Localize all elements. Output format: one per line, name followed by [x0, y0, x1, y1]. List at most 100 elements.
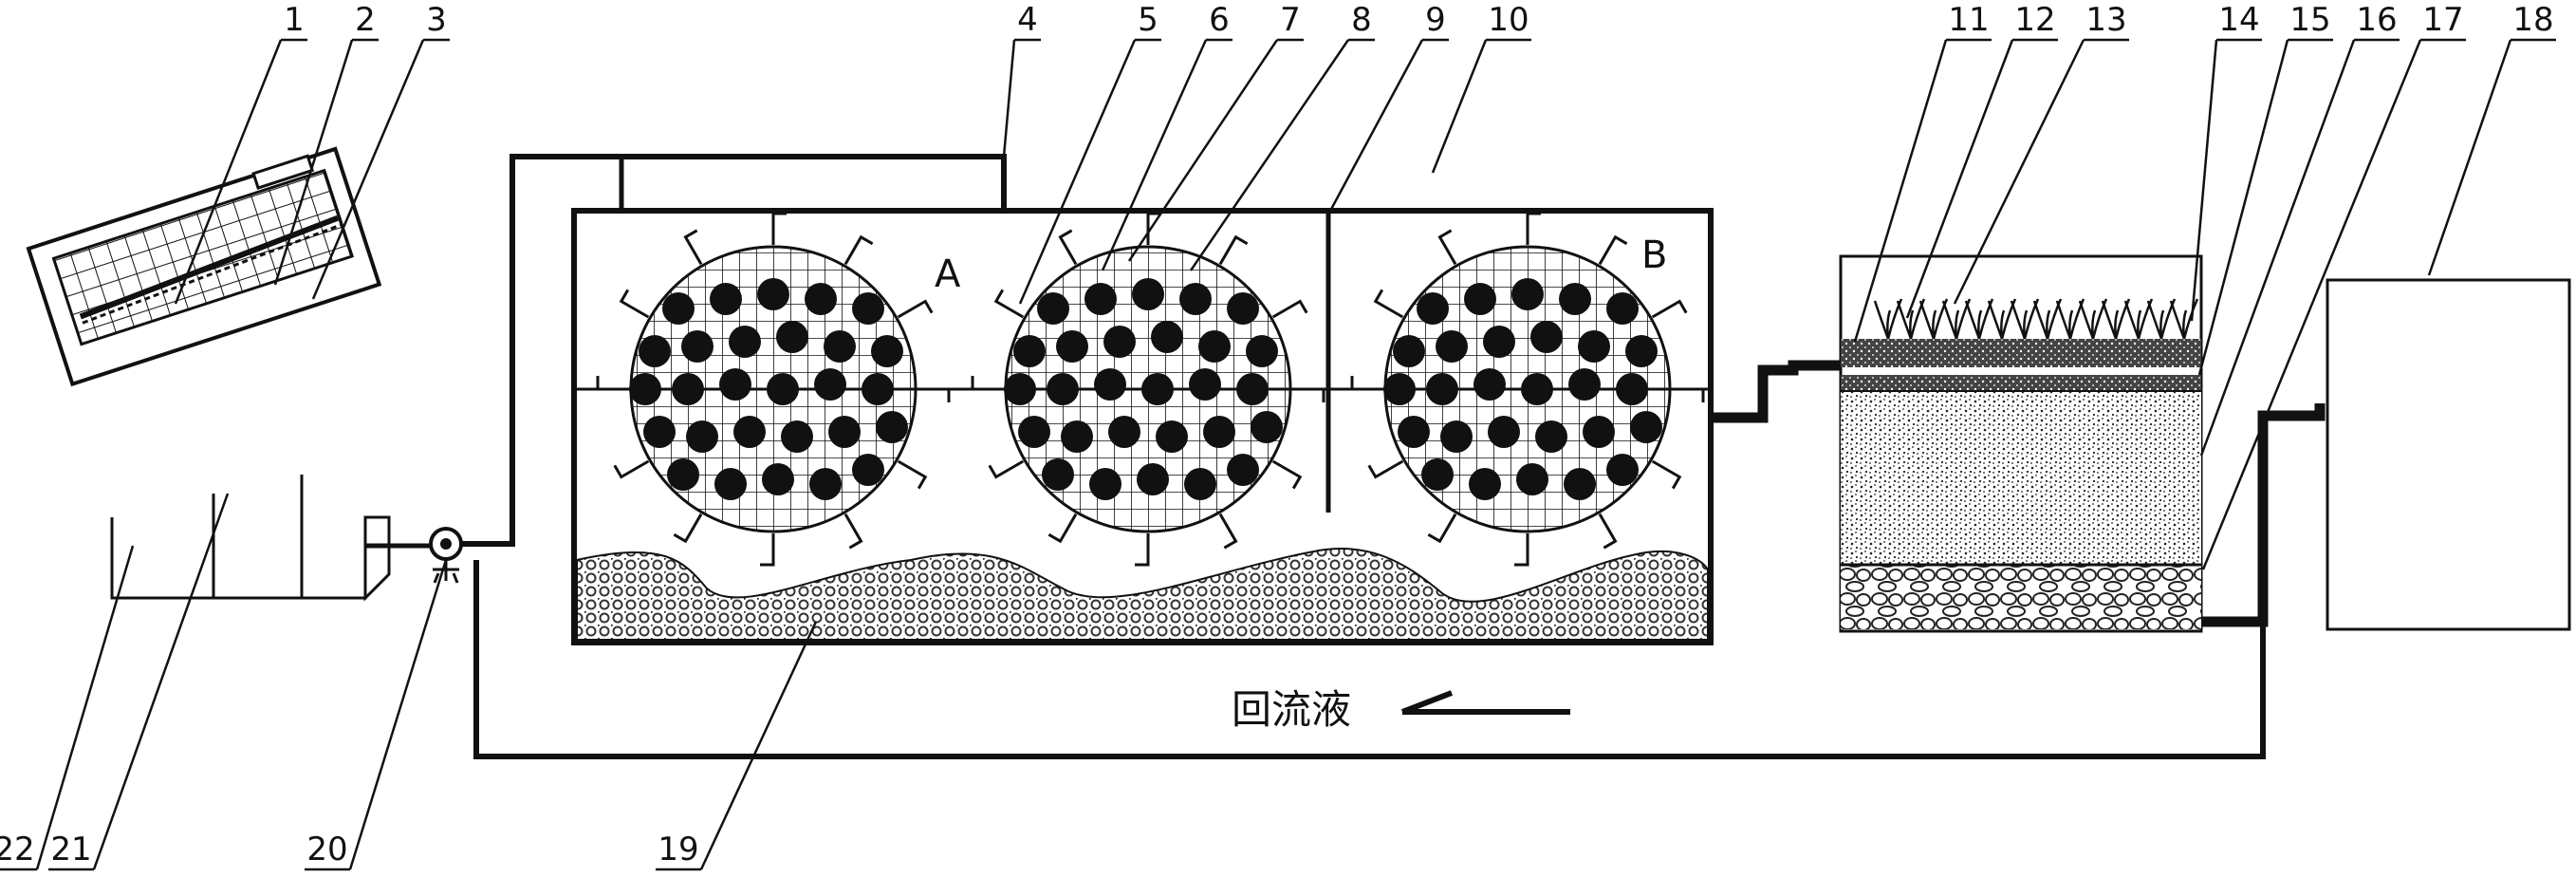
zone-a-label: A: [935, 252, 961, 296]
constructed-wetland: [1839, 254, 2203, 633]
carrier-ball: [805, 283, 837, 315]
callout-leader: [2201, 39, 2422, 570]
carrier-ball: [1568, 368, 1601, 401]
carrier-ball: [1393, 335, 1425, 367]
carrier-ball: [719, 368, 751, 401]
callout-number: 4: [1017, 1, 1038, 39]
carrier-ball: [1037, 292, 1069, 325]
carrier-ball: [1132, 278, 1164, 310]
carrier-ball: [672, 373, 704, 405]
disk-paddle: [1218, 513, 1238, 550]
carrier-ball: [629, 373, 661, 405]
disk-paddle: [1437, 229, 1457, 266]
plant: [2146, 298, 2177, 340]
carrier-ball: [824, 330, 856, 363]
callout-number: 17: [2422, 1, 2463, 39]
carrier-ball: [1511, 278, 1544, 310]
callout-leader: [1905, 39, 2014, 319]
carrier-ball: [852, 292, 884, 325]
disk-paddle: [1427, 513, 1457, 544]
carrier-ball: [1042, 458, 1074, 491]
carrier-ball: [1184, 468, 1216, 500]
carrier-ball: [1440, 420, 1473, 453]
disk-paddle: [596, 376, 629, 391]
carrier-ball: [1535, 420, 1567, 453]
callout-leader: [174, 39, 283, 305]
callout-leader: [1101, 39, 1208, 271]
carrier-ball: [1464, 283, 1496, 315]
disk-paddle: [1651, 459, 1682, 490]
carrier-ball: [639, 335, 671, 367]
plant: [1896, 298, 1926, 340]
carrier-ball: [643, 416, 676, 448]
carrier-ball: [1189, 368, 1221, 401]
carrier-ball: [1417, 292, 1449, 325]
carrier-ball: [814, 368, 846, 401]
disk-paddle: [1271, 459, 1303, 490]
disk-paddle: [993, 289, 1025, 319]
callout-leader: [273, 39, 354, 286]
zone-b-label: B: [1641, 233, 1667, 277]
disk-paddle: [683, 229, 703, 266]
disk-paddle: [1651, 299, 1688, 319]
carrier-ball: [1251, 411, 1283, 443]
plant: [2010, 298, 2040, 340]
plant: [2101, 298, 2131, 340]
carrier-ball: [767, 373, 799, 405]
callout-number: 1: [284, 1, 305, 39]
plant: [2078, 298, 2108, 340]
outlet-pipe: [1711, 360, 1855, 423]
storage-tank: [2326, 278, 2571, 631]
carrier-ball: [1383, 373, 1416, 405]
callout-leader: [2190, 39, 2218, 322]
carrier-ball: [686, 420, 718, 453]
callout-number: 22: [0, 831, 35, 868]
disk-paddle: [988, 459, 1025, 479]
disk-paddle: [1135, 533, 1150, 567]
callout-number: 9: [1425, 1, 1446, 39]
callout-leader: [35, 545, 135, 870]
carrier-ball: [1236, 373, 1269, 405]
callout-number: 15: [2289, 1, 2330, 39]
callout-leader: [2427, 39, 2512, 276]
disk-paddle: [1218, 234, 1249, 266]
disk-paddle: [843, 234, 874, 266]
carrier-ball: [876, 411, 908, 443]
callout-leader: [92, 493, 230, 870]
carrier-ball: [1061, 420, 1093, 453]
disk-paddle: [1526, 212, 1541, 245]
carrier-ball: [1137, 463, 1169, 495]
carrier-ball: [710, 283, 742, 315]
callout-number: 6: [1209, 1, 1230, 39]
callout-leader: [699, 621, 818, 870]
callout-leader: [348, 559, 448, 870]
disk-paddle: [619, 289, 650, 319]
disk-paddle: [1514, 533, 1529, 567]
plant: [1987, 298, 2017, 340]
callout-number: 19: [658, 831, 698, 868]
screening-device: [26, 146, 391, 602]
disk-paddle: [1292, 387, 1325, 402]
wetland-plants: [1873, 298, 2199, 340]
disk-paddle: [760, 533, 775, 567]
biofilm-carriers: [629, 278, 1662, 500]
carrier-ball: [1227, 292, 1259, 325]
carrier-ball: [776, 321, 808, 353]
callout-number: 20: [306, 831, 347, 868]
disk-paddle: [897, 299, 934, 319]
plant: [2169, 298, 2199, 340]
carrier-ball: [1141, 373, 1174, 405]
carrier-ball: [1606, 292, 1639, 325]
callout-number: 7: [1280, 1, 1301, 39]
callout-number: 8: [1351, 1, 1372, 39]
carrier-ball: [762, 463, 794, 495]
carrier-ball: [1047, 373, 1079, 405]
plant: [1873, 298, 1903, 340]
carrier-ball: [681, 330, 713, 363]
carrier-ball: [1108, 416, 1140, 448]
carrier-ball: [1398, 416, 1430, 448]
disk-paddles: [596, 212, 1705, 567]
carrier-ball: [1559, 283, 1591, 315]
callout-number: 18: [2512, 1, 2553, 39]
carrier-ball: [1179, 283, 1212, 315]
